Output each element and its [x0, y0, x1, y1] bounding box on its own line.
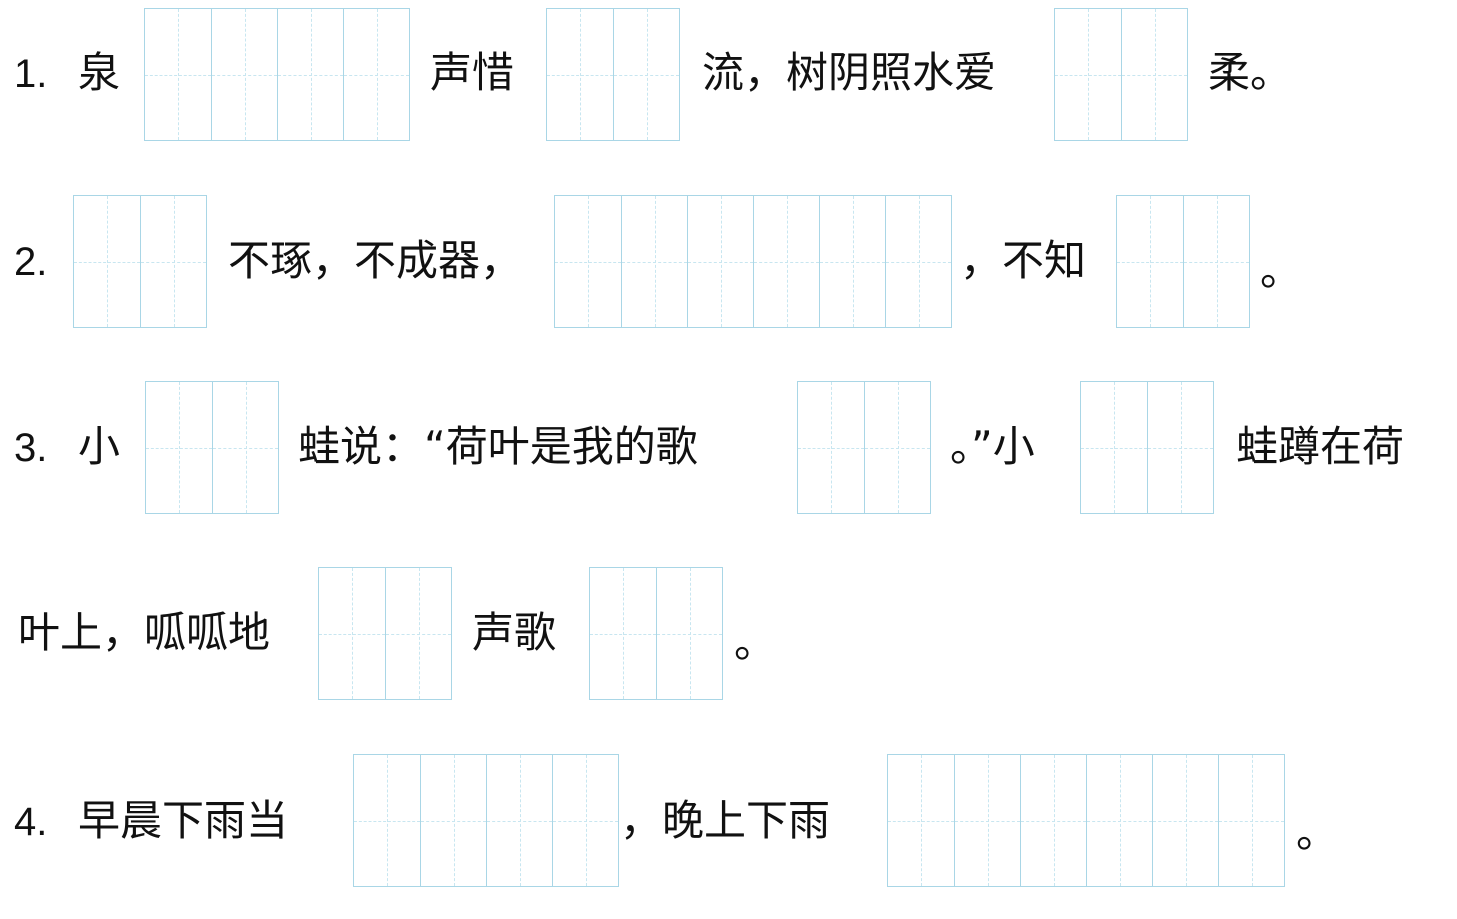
grid-cell [1020, 755, 1086, 886]
grid-cell [1117, 196, 1183, 327]
grid-cell [1152, 755, 1218, 886]
q1-text-4: 柔。 [1208, 48, 1293, 97]
grid-cell [74, 196, 140, 327]
q4-text-1: 早晨下雨当 [78, 796, 289, 845]
q1-blank-3[interactable] [1054, 8, 1188, 141]
q2-blank-2[interactable] [554, 195, 952, 328]
q2-text-2: ，不知 [960, 236, 1087, 285]
q3-blank-1[interactable] [145, 381, 279, 514]
grid-cell [547, 9, 613, 140]
grid-cell [146, 382, 212, 513]
grid-cell [486, 755, 552, 886]
grid-cell [656, 568, 722, 699]
q1-blank-1[interactable] [144, 8, 410, 141]
grid-cell [145, 9, 211, 140]
q1-text-1: 泉 [78, 48, 121, 97]
q2-blank-3[interactable] [1116, 195, 1250, 328]
grid-cell [819, 196, 885, 327]
grid-cell [385, 568, 451, 699]
q4-text-2: ，晚上下雨 [620, 796, 831, 845]
grid-cell [552, 755, 618, 886]
q3-blank-4[interactable] [318, 567, 452, 700]
grid-cell [319, 568, 385, 699]
grid-cell [211, 9, 277, 140]
grid-cell [1183, 196, 1249, 327]
grid-cell [621, 196, 687, 327]
q1-text-3: 流，树阴照水爱 [702, 48, 997, 97]
grid-cell [885, 196, 951, 327]
q1-number: 1. [14, 52, 48, 96]
q3-text-5: 叶上，呱呱地 [18, 608, 271, 657]
q3-text-3: 。”小 [950, 422, 1035, 471]
grid-cell [420, 755, 486, 886]
q4-blank-2[interactable] [887, 754, 1285, 887]
grid-cell [1218, 755, 1284, 886]
q3-blank-5[interactable] [589, 567, 723, 700]
grid-cell [212, 382, 278, 513]
grid-cell [590, 568, 656, 699]
grid-cell [1081, 382, 1147, 513]
q3-blank-2[interactable] [797, 381, 931, 514]
grid-cell [1055, 9, 1121, 140]
grid-cell [277, 9, 343, 140]
grid-cell [864, 382, 930, 513]
q2-number: 2. [14, 240, 48, 284]
q3-text-2: 蛙说：“荷叶是我的歌 [298, 422, 698, 471]
grid-cell [753, 196, 819, 327]
grid-cell [687, 196, 753, 327]
grid-cell [555, 196, 621, 327]
q4-text-3: 。 [1296, 808, 1339, 857]
q3-number: 3. [14, 426, 48, 470]
q2-blank-1[interactable] [73, 195, 207, 328]
q1-blank-2[interactable] [546, 8, 680, 141]
grid-cell [140, 196, 206, 327]
grid-cell [1086, 755, 1152, 886]
q3-text-4: 蛙蹲在荷 [1236, 422, 1405, 471]
grid-cell [798, 382, 864, 513]
grid-cell [954, 755, 1020, 886]
q2-text-1: 不琢，不成器， [228, 236, 523, 285]
grid-cell [1147, 382, 1213, 513]
grid-cell [343, 9, 409, 140]
q2-text-3: 。 [1260, 246, 1303, 295]
q3-text-6: 声歌 [472, 608, 557, 657]
grid-cell [354, 755, 420, 886]
q3-blank-3[interactable] [1080, 381, 1214, 514]
q4-number: 4. [14, 800, 48, 844]
grid-cell [888, 755, 954, 886]
q3-text-7: 。 [734, 618, 777, 667]
grid-cell [613, 9, 679, 140]
q1-text-2: 声惜 [430, 48, 515, 97]
q3-text-1: 小 [78, 422, 121, 471]
q4-blank-1[interactable] [353, 754, 619, 887]
grid-cell [1121, 9, 1187, 140]
